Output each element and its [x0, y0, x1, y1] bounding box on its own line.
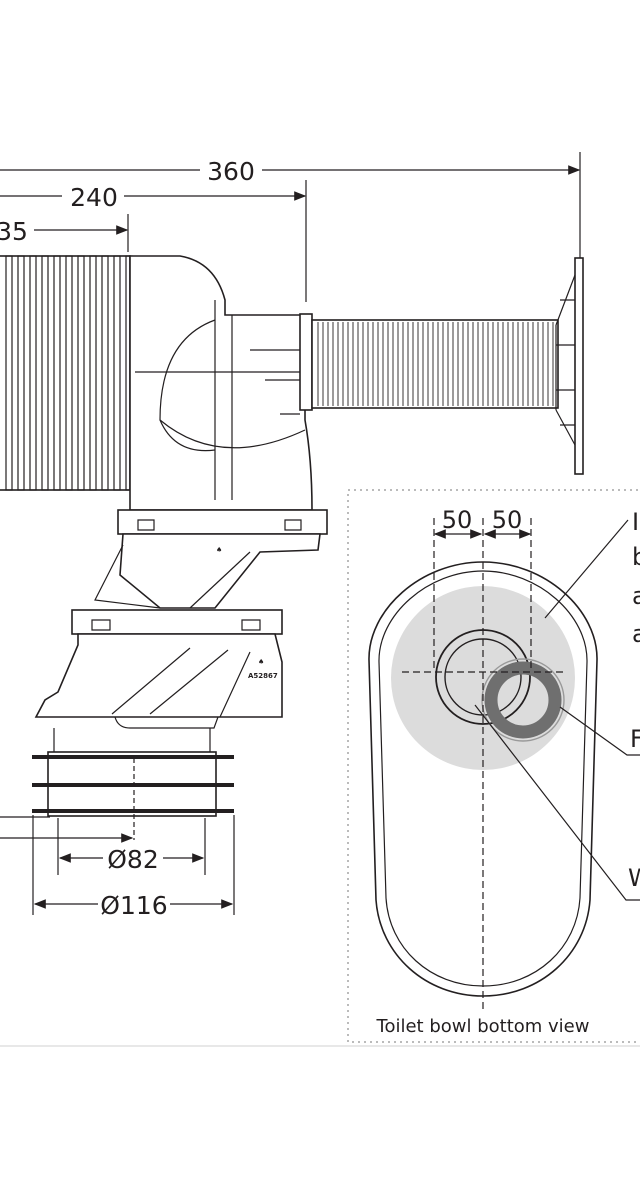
pipe-rib [29, 255, 37, 491]
offset-adapter-upper: ♠ [94, 509, 328, 609]
pipe-rib [41, 255, 49, 491]
offset-adapter-lower: ♠ A52867 [34, 609, 283, 729]
callout-1-line-3: a [632, 582, 640, 610]
valve-symbol-icon: ♠ [216, 546, 222, 554]
pipe-rib [65, 255, 73, 491]
spigot-seal [32, 728, 234, 840]
dimension-240: 240 [0, 180, 307, 302]
pipe-rib [89, 255, 97, 491]
pipe-rib [101, 255, 109, 491]
pipe-rib [113, 255, 121, 491]
offset-right-label: 50 [492, 506, 523, 534]
pipe-rib [5, 255, 13, 491]
bottom-view-panel: 50 50 I b a a F W Toilet bowl bottom vie… [347, 489, 640, 1043]
wall-flange [555, 257, 584, 475]
elbow-body [129, 255, 313, 511]
valve-symbol-icon-2: ♠ [258, 658, 264, 666]
pipe-rib [17, 255, 25, 491]
callout-3-label: W [628, 864, 640, 892]
bottom-view-caption: Toilet bowl bottom view [376, 1016, 590, 1037]
dimension-35-label: 35 [0, 217, 28, 246]
corrugated-pipe-large [0, 255, 133, 491]
part-code: A52867 [248, 672, 278, 680]
dimension-240-label: 240 [70, 183, 118, 212]
outer-diameter-label: Ø116 [100, 891, 167, 920]
callout-2-label: F [630, 725, 640, 753]
dimension-360: 360 [0, 152, 581, 262]
pipe-rib [77, 255, 85, 491]
dimension-360-label: 360 [207, 157, 255, 186]
inner-diameter-label: Ø82 [107, 845, 159, 874]
pipe-ring [484, 661, 562, 739]
pipe-rib [53, 255, 61, 491]
callout-1-line-1: I [632, 508, 639, 536]
dimension-diameters: Ø82 Ø116 [0, 815, 235, 920]
corrugated-pipe-small [299, 313, 559, 411]
dimension-35: 35 [0, 214, 129, 252]
callout-1-line-4: a [632, 620, 640, 648]
callout-1-line-2: b [632, 543, 640, 571]
offset-left-label: 50 [442, 506, 473, 534]
